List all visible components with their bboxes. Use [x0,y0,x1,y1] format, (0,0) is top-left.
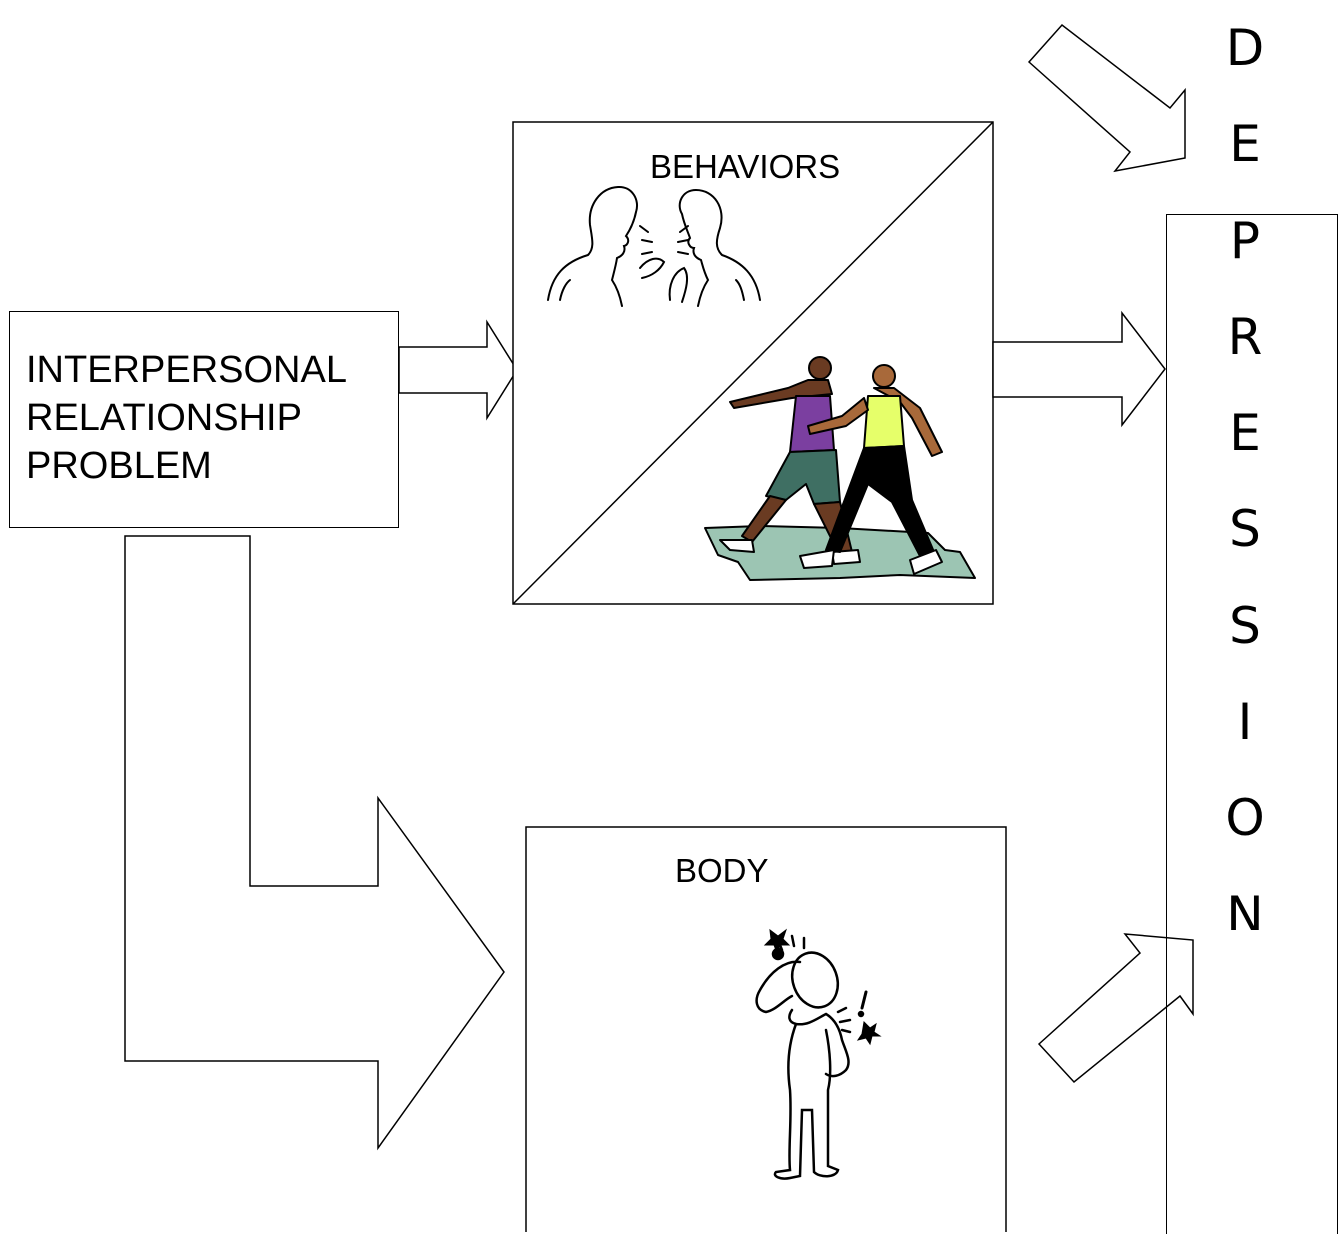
depression-letter: I [1237,693,1253,752]
walking-couple-clipart [704,356,976,581]
depression-box [1166,214,1338,1234]
depression-letter: D [1225,19,1265,77]
arrow-behaviors-to-depression [992,310,1166,428]
behaviors-divider [512,121,994,605]
body-label: BODY [675,852,769,889]
confused-person-clipart [755,928,882,1180]
arrow-to-behaviors [398,319,518,421]
depression-letter: E [1229,404,1261,463]
depression-label: D E P R E S S I O N [1200,0,1290,930]
depression-letter: R [1227,307,1263,366]
depression-letter: P [1229,211,1261,270]
depression-letter: E [1229,115,1261,174]
arrow-body-to-depression [1037,933,1194,1084]
body-box [525,826,1007,1232]
interpersonal-problem-box: INTERPERSONAL RELATIONSHIP PROBLEM [9,311,399,528]
arrow-to-body [124,535,505,1151]
interpersonal-problem-label: INTERPERSONAL RELATIONSHIP PROBLEM [26,349,347,487]
depression-letter: S [1229,500,1261,559]
depression-letter: N [1226,885,1264,930]
arrow-top-to-depression [1027,23,1186,173]
behaviors-label: BEHAVIORS [650,148,841,185]
arguing-people-clipart [547,185,761,307]
depression-letter: O [1225,789,1265,848]
depression-letter: S [1229,596,1261,655]
